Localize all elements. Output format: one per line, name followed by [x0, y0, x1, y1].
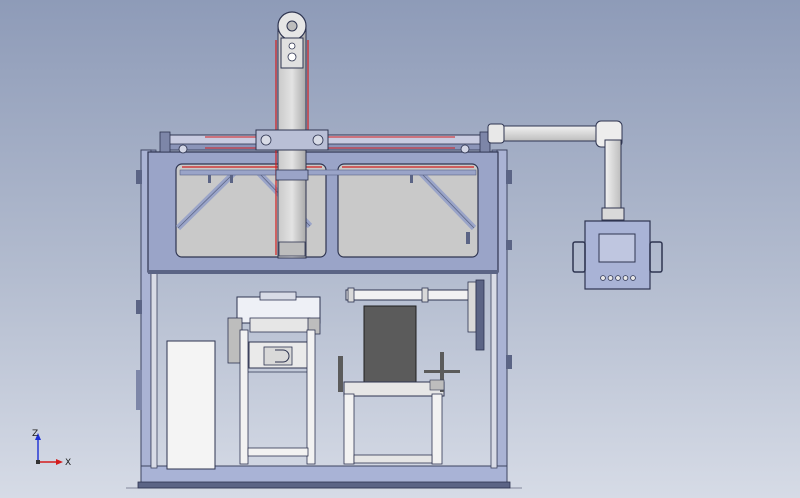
- panel-button[interactable]: [622, 275, 629, 281]
- panel-buttons: [600, 275, 636, 281]
- panel-button[interactable]: [607, 275, 614, 281]
- panel-button[interactable]: [600, 275, 606, 281]
- pendant-arm: [487, 120, 625, 221]
- control-panel[interactable]: [572, 220, 663, 290]
- upper-enclosure: [147, 151, 499, 274]
- z-axis-label: Z: [32, 429, 38, 439]
- origin-marker: [36, 460, 40, 464]
- work-station: [338, 305, 460, 465]
- axis-triad: Z X: [32, 429, 71, 468]
- z-axis-arrow-icon: [35, 433, 41, 440]
- motor-unit: [227, 291, 321, 465]
- x-axis-arrow-icon: [56, 459, 63, 465]
- right-handle: [649, 241, 663, 273]
- pneumatic-cylinder: [345, 279, 485, 351]
- panel-button[interactable]: [630, 275, 636, 281]
- hmi-screen[interactable]: [598, 233, 636, 263]
- left-handle: [572, 241, 586, 273]
- panel-button[interactable]: [615, 275, 621, 281]
- electrical-cabinet: [166, 340, 216, 470]
- x-axis-label: X: [65, 458, 71, 468]
- lifting-column: [255, 11, 329, 259]
- right-window: [337, 163, 479, 258]
